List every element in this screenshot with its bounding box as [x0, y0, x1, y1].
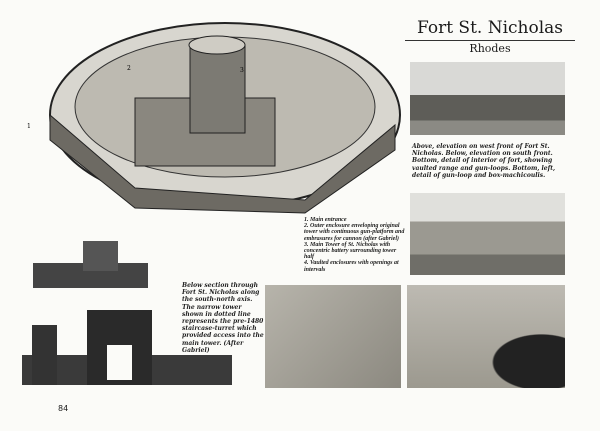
fort-isometric-illustration: 1 2 3	[27, 22, 401, 214]
photos-caption: Above, elevation on west front of Fort S…	[412, 143, 556, 179]
label-1: 1	[27, 123, 31, 130]
plan-drawing	[33, 241, 148, 288]
label-3: 3	[240, 67, 244, 74]
photo-fort-interior	[407, 285, 565, 388]
page-subtitle: Rhodes	[405, 40, 575, 55]
page-number: 84	[58, 404, 69, 413]
photo-west-elevation	[410, 62, 565, 135]
section-caption: Below section through Fort St. Nicholas …	[182, 282, 264, 354]
page-title: Fort St. Nicholas	[416, 18, 564, 38]
label-2: 2	[127, 65, 131, 72]
photo-south-elevation	[410, 193, 565, 275]
section-drawing	[22, 310, 232, 385]
legend-caption: 1. Main entrance 2. Outer enclosure enve…	[304, 217, 405, 273]
photo-gun-loop-detail	[265, 285, 401, 388]
